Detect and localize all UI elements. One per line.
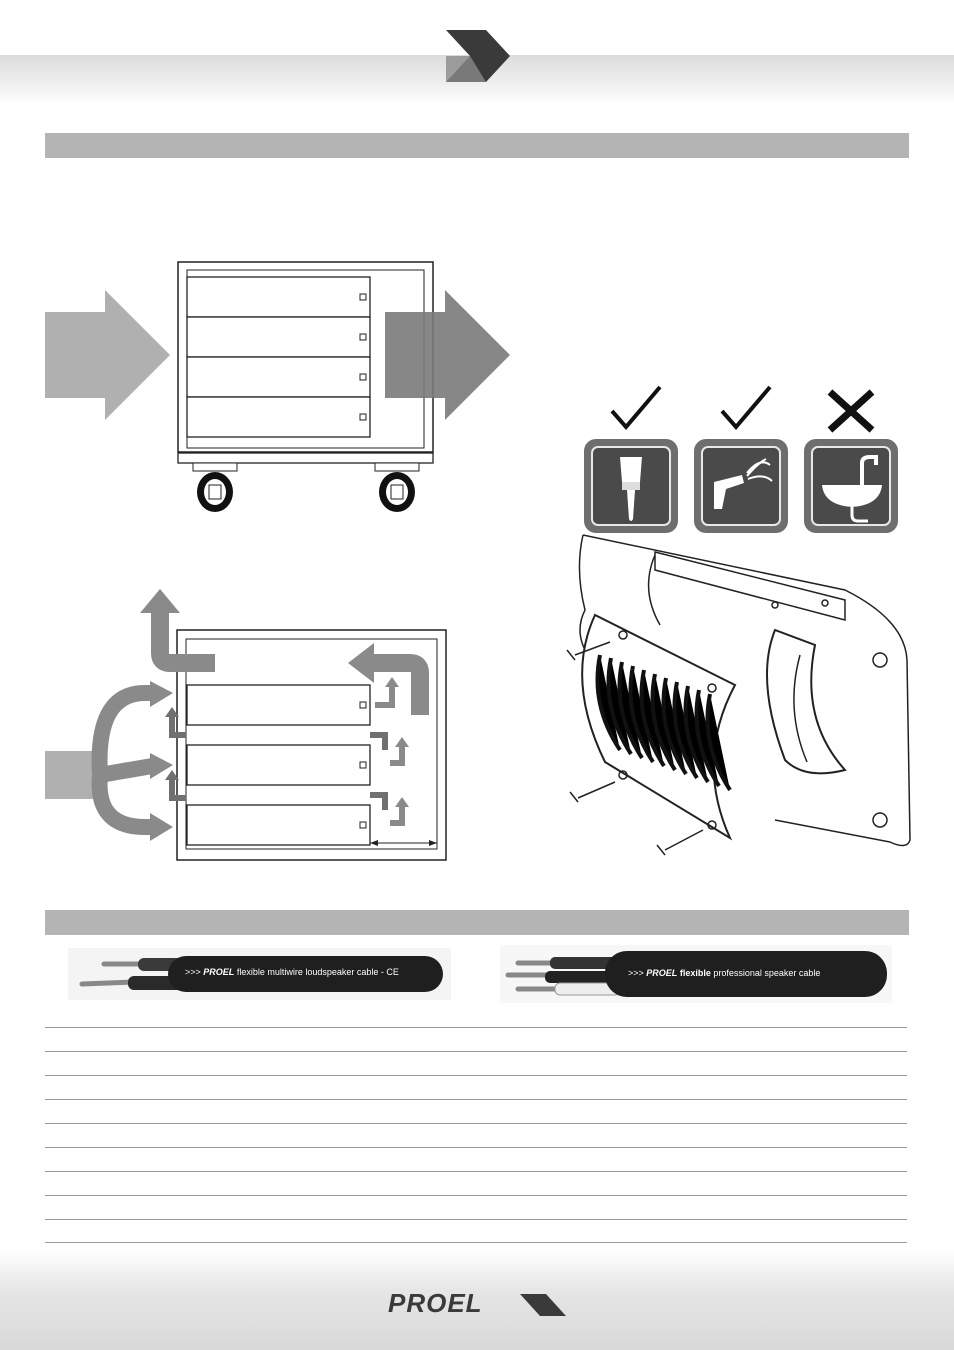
table-row-divider	[45, 1123, 907, 1124]
ce-mark: CE	[386, 967, 399, 977]
table-row-divider	[45, 1242, 907, 1243]
table-row-divider	[45, 1171, 907, 1172]
airflow-arrows-icon	[45, 589, 429, 841]
x-icon	[827, 389, 875, 433]
table-row-divider	[45, 1195, 907, 1196]
cable-2-brand: PROEL	[646, 968, 678, 978]
logo-chevron-icon	[520, 1294, 566, 1316]
rack-front-airflow-diagram	[45, 261, 510, 512]
check-icon	[610, 385, 662, 431]
cleaning-tools	[584, 439, 898, 533]
table-row-divider	[45, 1099, 907, 1100]
cable-photo-multiwire: >>> PROEL flexible multiwire loudspeaker…	[68, 948, 451, 1000]
large-arrow-right-icon	[385, 290, 510, 420]
footer-band	[0, 1250, 954, 1350]
rack-internal-airflow-diagram	[45, 589, 447, 861]
cable-2-label: >>> PROEL flexible professional speaker …	[628, 968, 821, 978]
double-chevron-right-icon	[446, 30, 510, 82]
cable-photo-professional: >>> PROEL flexible professional speaker …	[500, 945, 892, 1003]
paint-brush-icon	[584, 439, 678, 533]
cable-2-text: professional speaker cable	[713, 968, 821, 978]
check-icon	[720, 385, 772, 431]
compressed-air-icon	[694, 439, 788, 533]
cable-1-brand: PROEL	[203, 967, 235, 977]
cable-2-text-bold: flexible	[679, 968, 711, 978]
cable-1-label: >>> PROEL flexible multiwire loudspeaker…	[185, 967, 399, 977]
table-row-divider	[45, 1147, 907, 1148]
section-bar-cables	[45, 910, 909, 935]
section-bar-cooling	[45, 133, 909, 158]
proel-logo: PROEL	[388, 1288, 566, 1320]
table-row-divider	[45, 1219, 907, 1220]
table-row-divider	[45, 1027, 907, 1028]
table-row-divider	[45, 1075, 907, 1076]
table-row-divider	[45, 1051, 907, 1052]
amplifier-grille-icon	[566, 534, 911, 856]
sink-water-icon	[804, 439, 898, 533]
large-arrow-right-icon	[45, 290, 170, 420]
cable-1-text: flexible multiwire loudspeaker cable -	[236, 967, 384, 977]
logo-text: PROEL	[388, 1288, 483, 1318]
